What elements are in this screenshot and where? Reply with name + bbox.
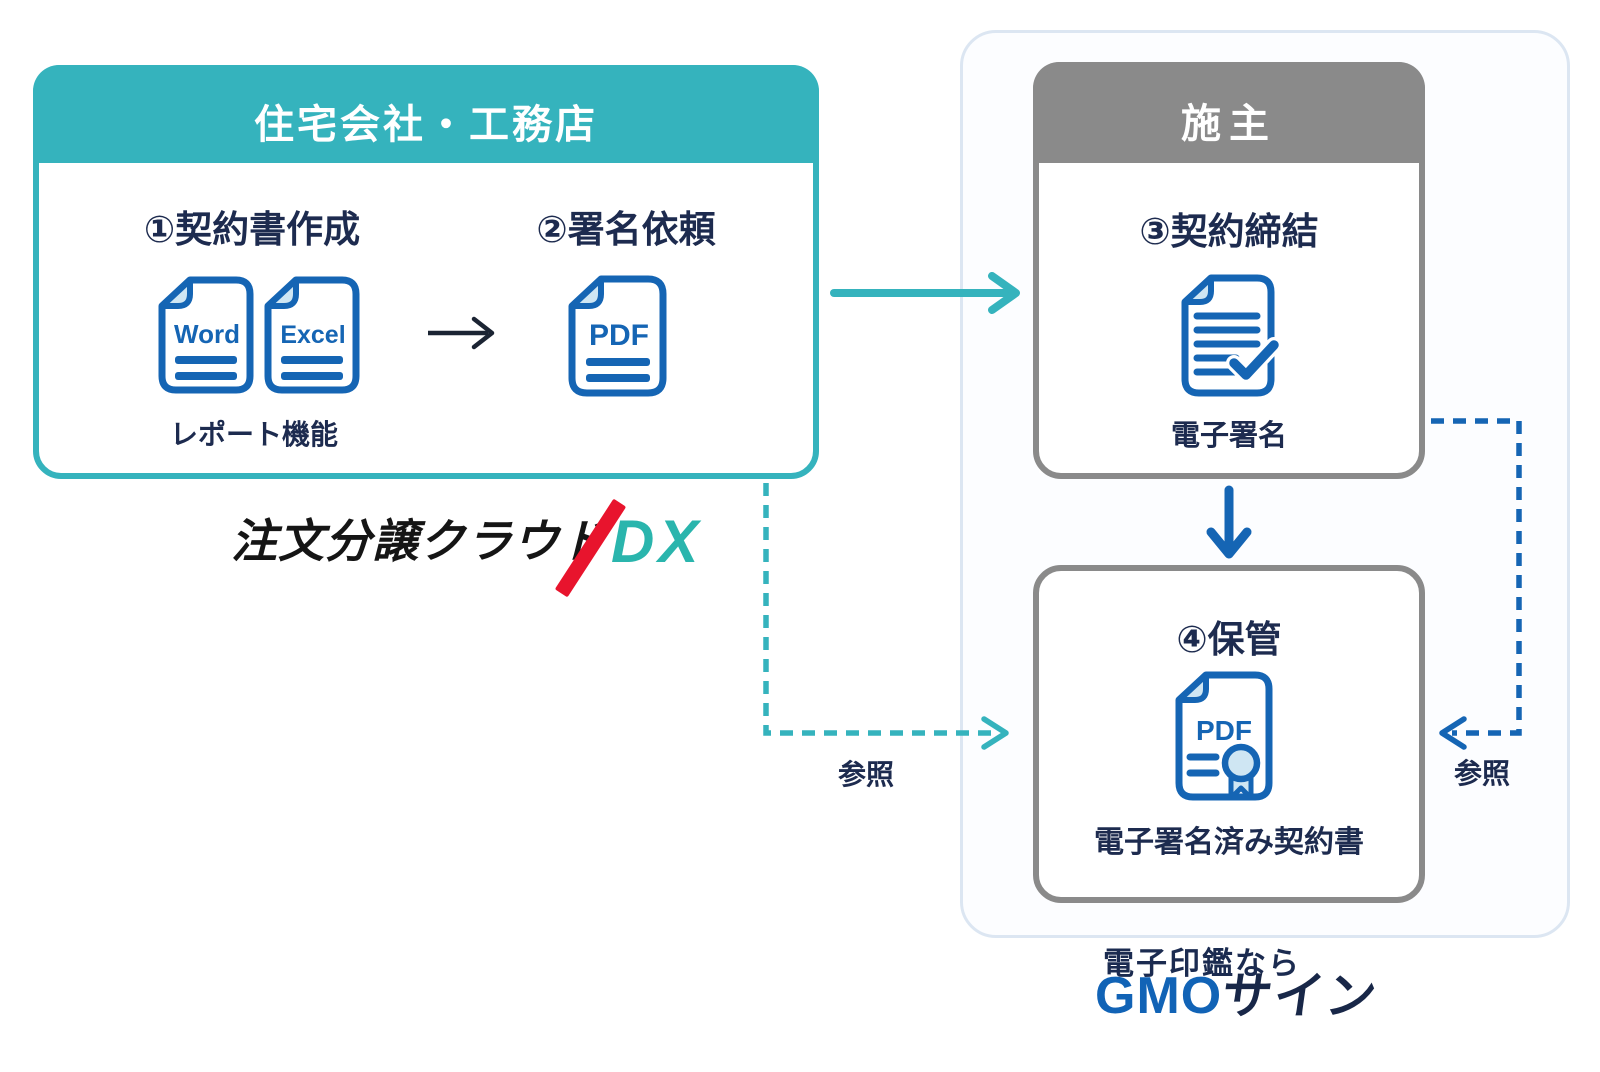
reference-label-right: 参照 — [1453, 758, 1511, 789]
pdf-ribbon-doc-label: PDF — [1196, 715, 1252, 746]
pdf-doc-icon: PDF — [568, 275, 667, 402]
excel-doc-icon: Excel — [264, 276, 360, 399]
owner-panel-title: 施主 — [1181, 102, 1277, 146]
signed-contract-caption: 電子署名済み契約書 — [1094, 826, 1364, 859]
step2-label: ②署名依頼 — [536, 209, 716, 250]
housing-company-title: 住宅会社・工務店 — [254, 103, 598, 147]
cloud-dx-logo-x: X — [658, 508, 699, 575]
housing-company-panel-header — [33, 65, 819, 163]
word-doc-icon: Word — [158, 276, 254, 399]
gmo-sign-logo-gmo: GMO — [1095, 967, 1223, 1025]
cloud-dx-logo-text: 注文分譲クラウド — [231, 515, 607, 568]
e-signature-caption: 電子署名 — [1170, 420, 1288, 452]
gmo-sign-logo: GMO サイン — [1095, 967, 1382, 1025]
step3-label: ③契約締結 — [1139, 211, 1319, 252]
pdf-ribbon-doc-icon: PDF — [1175, 671, 1275, 808]
step4-label: ④保管 — [1176, 619, 1282, 660]
step1-label: ①契約書作成 — [143, 209, 361, 250]
word-doc-label: Word — [174, 319, 240, 349]
excel-doc-label: Excel — [280, 321, 345, 349]
cloud-dx-logo-d: D — [611, 508, 655, 575]
reference-label-left: 参照 — [837, 759, 895, 790]
report-function-caption: レポート機能 — [169, 419, 339, 450]
gmo-sign-logo-sign: サイン — [1218, 968, 1383, 1024]
cloud-dx-logo: 注文分譲クラウド D X — [231, 512, 698, 572]
pdf-doc-label: PDF — [589, 319, 649, 352]
owner-panel-header — [1033, 62, 1425, 163]
contract-check-doc-icon — [1181, 274, 1282, 402]
owner-panel — [1033, 62, 1425, 479]
gmo-sign-tagline: 電子印鑑なら — [1103, 946, 1301, 981]
